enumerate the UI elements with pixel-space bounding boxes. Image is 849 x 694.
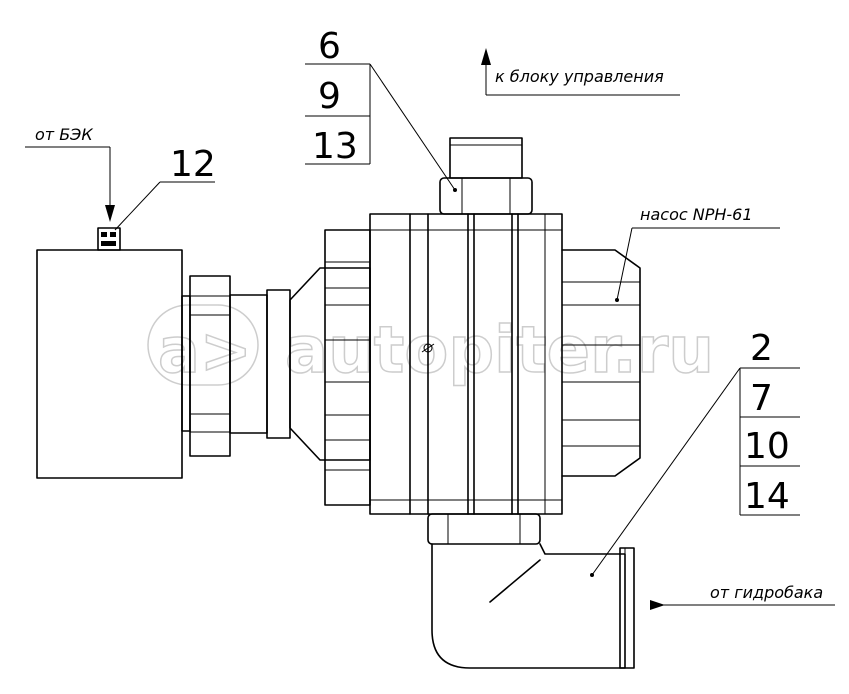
label-to-control-block: к блоку управления [495, 67, 664, 86]
callout-6: 6 [318, 26, 341, 67]
watermark-logo-glyph: a> [158, 314, 252, 387]
pump-body [369, 213, 563, 515]
label-from-bek: от БЭК [35, 125, 93, 144]
elbow-fitting [427, 513, 635, 669]
top-fitting [439, 137, 533, 215]
callout-7: 7 [750, 378, 773, 419]
watermark-text: autopiter.ru [285, 314, 714, 388]
label-from-hydro-tank: от гидробака [710, 583, 823, 602]
watermark-logo-frame [147, 304, 259, 386]
callout-9: 9 [318, 76, 341, 117]
callout-2: 2 [750, 328, 773, 369]
pump-rear-cover [561, 249, 641, 477]
watermark: a> autopiter.ru [147, 304, 715, 389]
callout-12: 12 [170, 144, 216, 185]
callout-13: 13 [312, 126, 358, 167]
annotation-lines [25, 48, 835, 610]
motor-connector [97, 227, 121, 251]
coupling [181, 275, 291, 457]
label-pump: насос NPH-61 [640, 205, 753, 224]
callout-14: 14 [744, 476, 790, 517]
callout-10: 10 [744, 426, 790, 467]
